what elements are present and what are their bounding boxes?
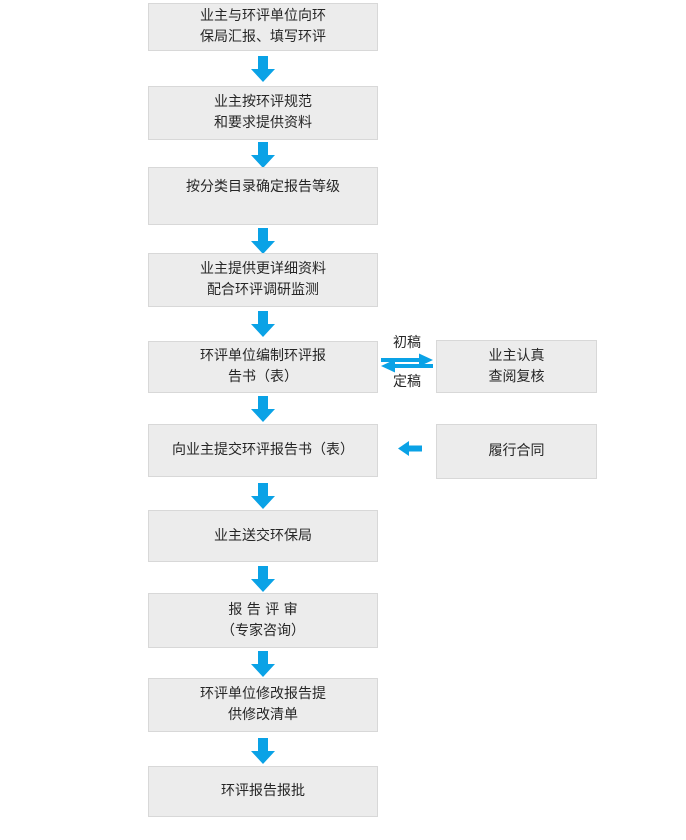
- step-text-line: 履行合同: [488, 443, 545, 459]
- flow-step-provide-detailed-materials: 业主提供更详细资料 配合环评调研监测: [148, 253, 378, 307]
- flow-step-report-review: 报 告 评 审 （专家咨询）: [148, 593, 378, 648]
- step-text-line: 按分类目录确定报告等级: [186, 179, 340, 195]
- flow-step-determine-report-level: 按分类目录确定报告等级: [148, 167, 378, 225]
- down-arrow-icon: [251, 311, 275, 337]
- side-box-owner-review: 业主认真 查阅复核: [436, 340, 597, 393]
- step-text-line: 告书（表）: [228, 369, 298, 385]
- step-text-line: 环评单位编制环评报: [200, 348, 326, 364]
- step-text-line: 向业主提交环评报告书（表）: [172, 442, 354, 458]
- step-text-line: 环评单位修改报告提: [200, 686, 326, 702]
- step-text-line: 业主认真: [488, 347, 545, 364]
- step-text-line: 环评报告报批: [221, 783, 305, 799]
- step-text-line: （专家咨询）: [221, 622, 305, 639]
- flow-step-compile-eia-report: 环评单位编制环评报 告书（表）: [148, 341, 378, 393]
- flow-step-report-approval: 环评报告报批: [148, 766, 378, 817]
- down-arrow-icon: [251, 651, 275, 677]
- flow-step-report-to-epb: 业主与环评单位向环 保局汇报、填写环评: [148, 3, 378, 51]
- step-text-line: 查阅复核: [488, 368, 545, 385]
- side-box-fulfill-contract: 履行合同: [436, 424, 597, 479]
- down-arrow-icon: [251, 566, 275, 592]
- step-text-line: 业主按环评规范: [214, 94, 312, 110]
- down-arrow-icon: [251, 396, 275, 422]
- step-text-line: 保局汇报、填写环评: [200, 29, 326, 45]
- down-arrow-icon: [251, 228, 275, 254]
- left-arrow-icon: [398, 441, 422, 456]
- step-text-line: 业主提供更详细资料: [200, 261, 326, 277]
- step-text-line: 业主与环评单位向环: [200, 8, 326, 24]
- draft-label: 初稿: [393, 335, 421, 351]
- step-text-line: 供修改清单: [228, 707, 298, 723]
- flow-step-submit-report-to-owner: 向业主提交环评报告书（表）: [148, 424, 378, 477]
- down-arrow-icon: [251, 142, 275, 168]
- step-text-line: 和要求提供资料: [214, 115, 312, 131]
- down-arrow-icon: [251, 738, 275, 764]
- step-text-line: 业主送交环保局: [214, 527, 312, 544]
- down-arrow-icon: [251, 483, 275, 509]
- final-label: 定稿: [393, 374, 421, 390]
- step-text-line: 配合环评调研监测: [207, 282, 319, 298]
- swap-arrows-icon: [381, 353, 433, 373]
- flow-step-owner-delivers-to-epb: 业主送交环保局: [148, 510, 378, 562]
- flow-step-provide-materials: 业主按环评规范 和要求提供资料: [148, 86, 378, 140]
- down-arrow-icon: [251, 56, 275, 82]
- step-text-line: 报 告 评 审: [228, 601, 298, 618]
- flow-step-revise-report: 环评单位修改报告提 供修改清单: [148, 678, 378, 732]
